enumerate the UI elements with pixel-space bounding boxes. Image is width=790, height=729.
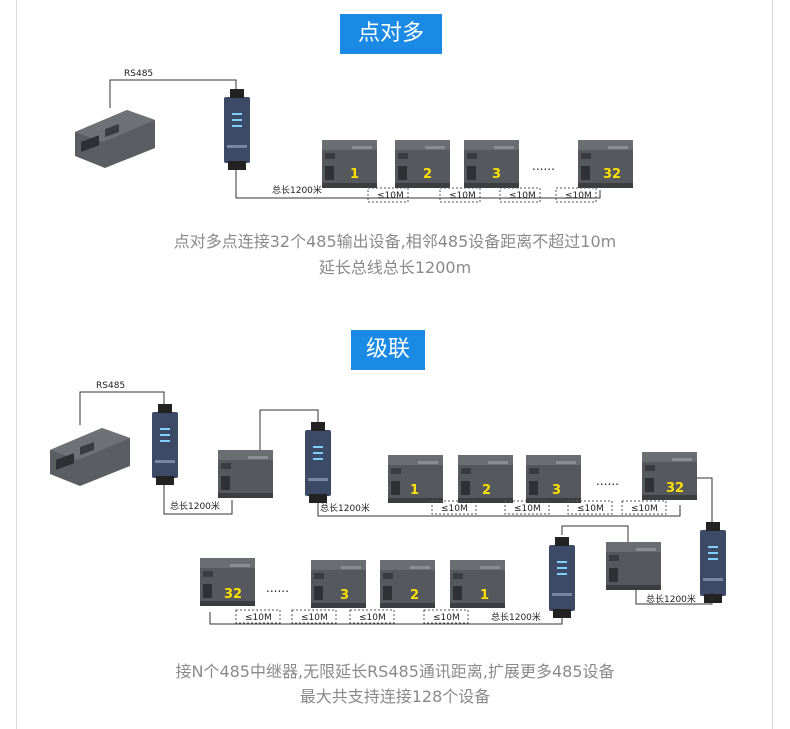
section2-diagram: RS485 总长1200米 总长1200米 1 2 3 ...... 32 ≤1…: [50, 381, 726, 624]
section1-caption-line1: 点对多点连接32个485输出设备,相邻485设备距离不超过10m: [0, 230, 790, 254]
section2-bottom-spacing-2: ≤10M: [301, 613, 328, 623]
section1-spacing-4: ≤10M: [565, 191, 592, 201]
section1-device-number-32: 32: [603, 167, 621, 182]
section2-repeater-4: [549, 537, 575, 618]
section2-bus-length-label-4: 总长1200米: [491, 611, 541, 623]
section2-bottom-spacing-4: ≤10M: [433, 613, 460, 623]
section1-spacing-3: ≤10M: [509, 191, 536, 201]
section2-top-spacing-1: ≤10M: [441, 504, 468, 514]
section1-device-number-2: 2: [423, 167, 432, 182]
section2-bottom-spacing-1: ≤10M: [245, 613, 272, 623]
section2-bus-length-label-1: 总长1200米: [170, 500, 220, 512]
section1-master-plc: [75, 110, 155, 168]
section2-bus-length-label-2: 总长1200米: [320, 502, 370, 514]
section2-bottom-device-2: [380, 560, 435, 608]
section2-bottom-number-1: 1: [480, 588, 489, 603]
section2-repeater-1: [152, 404, 178, 485]
section2-bottom-device-3: [311, 560, 366, 608]
section2-rs485-cable: [80, 392, 164, 425]
section2-top-number-1: 1: [410, 483, 419, 498]
section2-caption-line2: 最大共支持连接128个设备: [0, 685, 790, 709]
section1-diagram: RS485 总长1200米 1 2 3 ...... 32 ≤10M ≤10M …: [75, 69, 633, 202]
section2-bottom-device-1: [450, 560, 505, 608]
section2-top-ellipsis: ......: [596, 474, 619, 488]
section1-spacing-2: ≤10M: [449, 191, 476, 201]
section1-ellipsis: ......: [532, 159, 555, 173]
section2-top-spacing-2: ≤10M: [514, 504, 541, 514]
section1-device-number-1: 1: [350, 167, 359, 182]
section2-bottom-ellipsis: ......: [266, 581, 289, 595]
section1-spacing-1: ≤10M: [377, 191, 404, 201]
section2-repeater-2: [305, 422, 331, 503]
section2-bottom-number-3: 3: [340, 588, 349, 603]
section2-relay-plc-1: [218, 450, 273, 498]
section2-top-number-3: 3: [552, 483, 561, 498]
section2-repeater-3: [700, 522, 726, 603]
section2-relay-plc-2: [606, 542, 661, 590]
section2-master-plc: [50, 428, 130, 486]
section2-rs485-label: RS485: [96, 381, 125, 391]
section2-bottom-spacing-3: ≤10M: [359, 613, 386, 623]
section2-bottom-number-2: 2: [410, 588, 419, 603]
section1-repeater: [224, 89, 250, 170]
section2-bottom-number-32: 32: [224, 587, 242, 602]
section2-top-spacing-4: ≤10M: [631, 504, 658, 514]
section1-caption-line2: 延长总线总长1200m: [0, 256, 790, 280]
section2-bus-length-label-3: 总长1200米: [646, 593, 696, 605]
section2-top-number-2: 2: [482, 483, 491, 498]
section2-top-spacing-3: ≤10M: [577, 504, 604, 514]
section1-rs485-cable: [110, 80, 236, 108]
section1-device-number-3: 3: [492, 167, 501, 182]
section1-rs485-label: RS485: [124, 69, 153, 79]
section1-bus-length-label: 总长1200米: [272, 184, 322, 196]
section2-top-number-32: 32: [666, 481, 684, 496]
section2-caption-line1: 接N个485中继器,无限延长RS485通讯距离,扩展更多485设备: [0, 660, 790, 684]
